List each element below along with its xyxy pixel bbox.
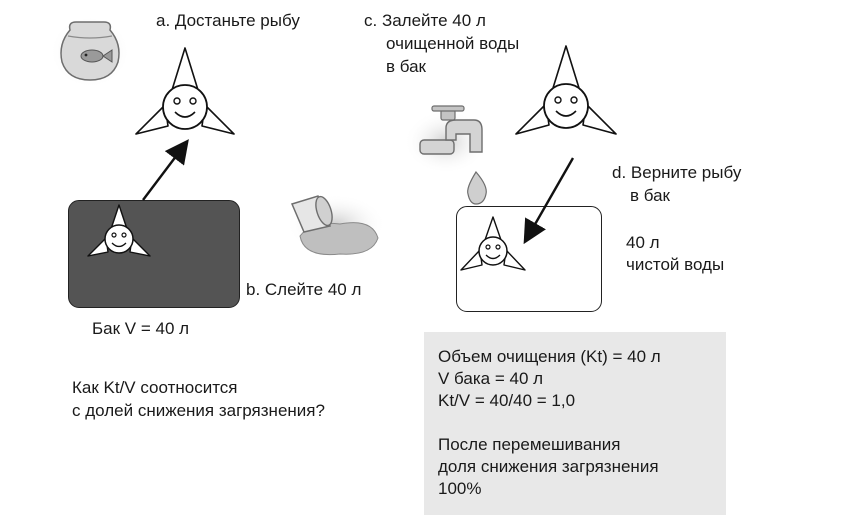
tank-volume-label: Бак V = 40 л — [92, 319, 190, 338]
question-line1: Как Kt/V соотносится — [72, 378, 238, 397]
info-ktv: Kt/V = 40/40 = 1,0 — [438, 391, 576, 410]
info-box — [424, 332, 726, 515]
info-result-line3: 100% — [438, 479, 482, 498]
info-result-line2: доля снижения загрязнения — [438, 457, 659, 476]
fish-character-c — [515, 45, 617, 135]
step-d-line2: в бак — [630, 186, 670, 205]
info-result-line1: После перемешивания — [438, 435, 621, 454]
fishbowl-icon — [50, 16, 130, 88]
clean-water-line2: чистой воды — [626, 255, 725, 274]
fish-character-a — [135, 47, 235, 135]
step-c-line2: очищенной воды — [386, 34, 520, 53]
faucet-icon — [404, 105, 488, 205]
step-c-line1: c. Залейте 40 л — [364, 11, 486, 30]
step-a-label: a. Достаньте рыбу — [156, 11, 300, 30]
clean-water-line1: 40 л — [626, 233, 660, 252]
spilled-cup-icon — [286, 194, 386, 256]
step-b-label: b. Слейте 40 л — [246, 280, 362, 299]
fish-character-tank — [87, 204, 151, 257]
step-d-line1: d. Верните рыбу — [612, 163, 742, 182]
arrow-return-fish — [523, 157, 575, 245]
info-clearance: Объем очищения (Kt) = 40 л — [438, 347, 661, 366]
info-volume: V бака = 40 л — [438, 369, 544, 388]
fish-character-clean-tank — [460, 216, 526, 271]
arrow-remove-fish — [142, 139, 189, 201]
step-c-line3: в бак — [386, 57, 426, 76]
question-line2: с долей снижения загрязнения? — [72, 401, 325, 420]
